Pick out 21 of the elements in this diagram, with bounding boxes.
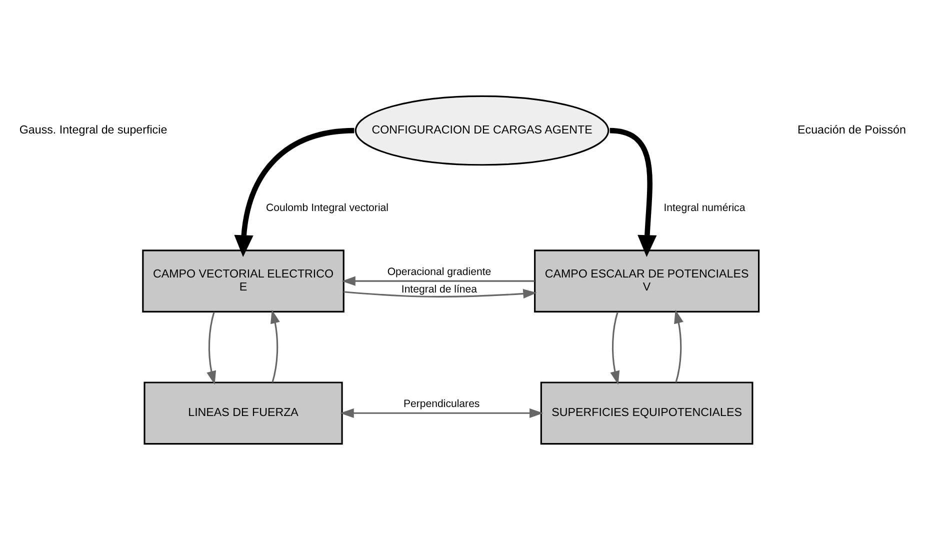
label: Gauss. Integral de superficie: [19, 124, 168, 137]
arrow: [674, 310, 684, 383]
node-box: CAMPO ESCALAR DE POTENCIALES V: [534, 250, 760, 313]
arrow: [340, 408, 544, 418]
edge-label: Integral numérica: [664, 202, 746, 214]
label: Ecuación de Poissón: [798, 124, 906, 137]
arrow: [206, 312, 216, 385]
arrow: [344, 288, 537, 298]
edge-label: Perpendiculares: [404, 398, 480, 410]
node-box: LINEAS DE FUERZA: [144, 382, 343, 445]
arrow: [610, 128, 657, 258]
arrow: [270, 310, 280, 383]
edge-label: Operacional gradiente: [387, 266, 492, 278]
arrow: [234, 128, 354, 258]
node-box: SUPERFICIES EQUIPOTENCIALES: [540, 382, 754, 445]
edge-label: Integral de línea: [401, 284, 478, 296]
edge-label: Coulomb Integral vectorial: [266, 202, 389, 214]
node-ellipse: CONFIGURACION DE CARGAS AGENTE: [354, 95, 610, 166]
node-box: CAMPO VECTORIAL ELECTRICO E: [142, 250, 344, 313]
arrow: [342, 276, 535, 286]
arrow: [610, 312, 620, 385]
